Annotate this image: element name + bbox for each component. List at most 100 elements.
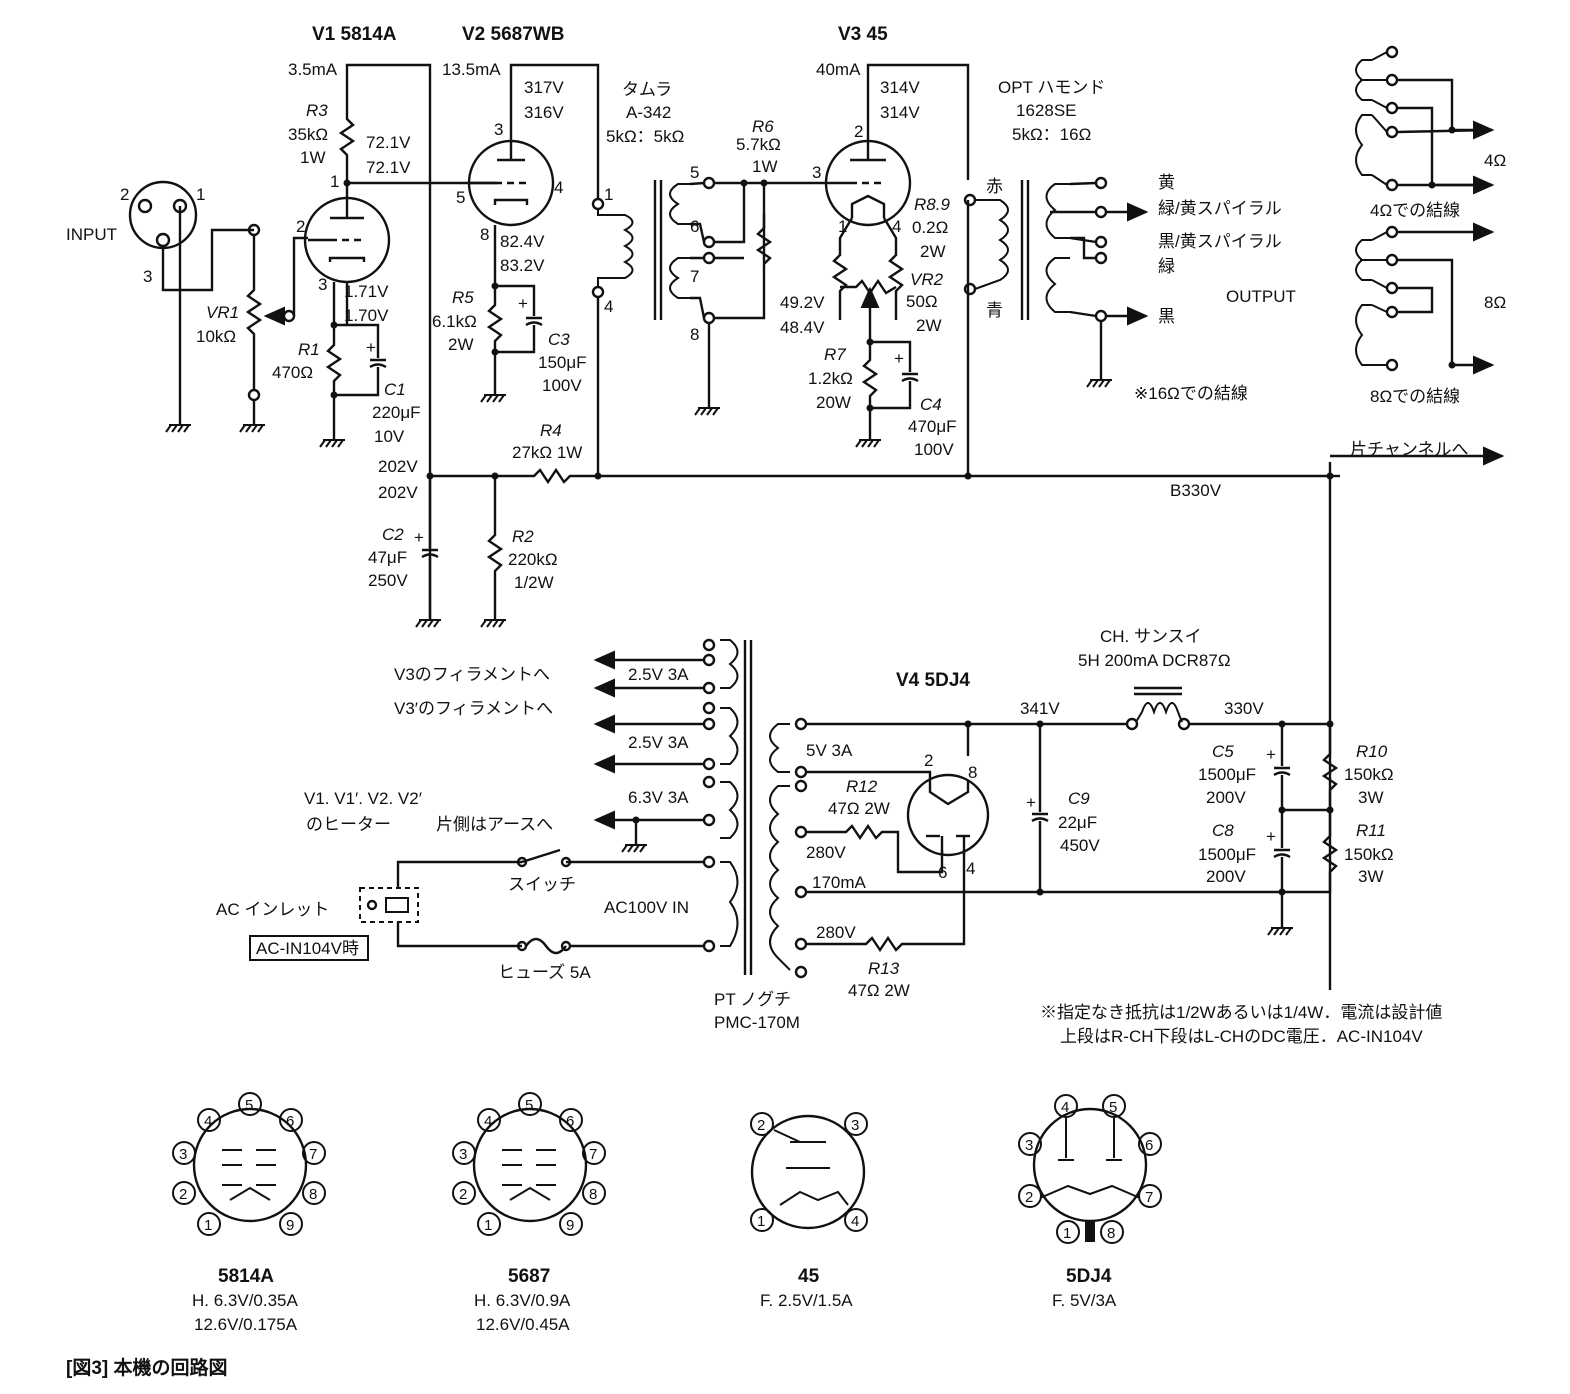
svg-text:1W: 1W bbox=[300, 148, 326, 167]
svg-text:H. 6.3V/0.35A: H. 6.3V/0.35A bbox=[192, 1291, 299, 1310]
svg-text:6: 6 bbox=[566, 1113, 574, 1130]
svg-text:R3: R3 bbox=[306, 101, 328, 120]
svg-text:PMC-170M: PMC-170M bbox=[714, 1013, 800, 1032]
svg-text:緑: 緑 bbox=[1158, 257, 1175, 276]
wiring-8ohm: 8Ω 8Ωでの結線 bbox=[1355, 222, 1506, 406]
svg-text:3.5mA: 3.5mA bbox=[288, 60, 338, 79]
svg-text:316V: 316V bbox=[524, 103, 564, 122]
svg-text:R6: R6 bbox=[752, 117, 774, 136]
svg-text:22μF: 22μF bbox=[1058, 813, 1097, 832]
svg-text:12.6V/0.45A: 12.6V/0.45A bbox=[476, 1315, 570, 1334]
svg-text:202V: 202V bbox=[378, 457, 418, 476]
pinout-45: 2 3 1 4 45 F. 2.5V/1.5A bbox=[750, 1112, 868, 1310]
svg-text:H. 6.3V/0.9A: H. 6.3V/0.9A bbox=[474, 1291, 571, 1310]
svg-text:A-342: A-342 bbox=[626, 103, 671, 122]
vr1: VR1 10kΩ bbox=[196, 235, 296, 433]
svg-text:0.2Ω: 0.2Ω bbox=[912, 218, 948, 237]
svg-text:1W: 1W bbox=[752, 157, 778, 176]
svg-text:5814A: 5814A bbox=[218, 1266, 274, 1287]
svg-text:3: 3 bbox=[459, 1146, 467, 1163]
svg-text:4: 4 bbox=[484, 1113, 492, 1130]
svg-text:47μF: 47μF bbox=[368, 548, 407, 567]
svg-text:R4: R4 bbox=[540, 421, 562, 440]
svg-text:4: 4 bbox=[851, 1213, 859, 1230]
input-label: INPUT bbox=[66, 225, 117, 244]
svg-text:280V: 280V bbox=[816, 923, 856, 942]
svg-text:B330V: B330V bbox=[1170, 481, 1222, 500]
svg-text:48.4V: 48.4V bbox=[780, 318, 825, 337]
svg-text:5.7kΩ: 5.7kΩ bbox=[736, 135, 781, 154]
svg-text:+: + bbox=[366, 338, 376, 357]
svg-text:8: 8 bbox=[1107, 1225, 1115, 1242]
svg-text:片側はアースへ: 片側はアースへ bbox=[436, 815, 553, 834]
svg-text:6: 6 bbox=[1145, 1137, 1153, 1154]
svg-text:220μF: 220μF bbox=[372, 403, 421, 422]
svg-text:R7: R7 bbox=[824, 345, 846, 364]
svg-text:5kΩ：5kΩ: 5kΩ：5kΩ bbox=[606, 127, 684, 146]
svg-text:5: 5 bbox=[690, 163, 699, 182]
svg-text:C2: C2 bbox=[382, 525, 404, 544]
svg-text:317V: 317V bbox=[524, 78, 564, 97]
svg-text:R5: R5 bbox=[452, 288, 474, 307]
svg-text:+: + bbox=[894, 349, 904, 368]
svg-text:100V: 100V bbox=[542, 376, 582, 395]
svg-text:黒/黄スパイラル: 黒/黄スパイラル bbox=[1158, 232, 1282, 251]
svg-text:6: 6 bbox=[938, 863, 947, 882]
svg-text:250V: 250V bbox=[368, 571, 408, 590]
svg-text:5: 5 bbox=[525, 1097, 533, 1114]
svg-text:+: + bbox=[1266, 827, 1276, 846]
svg-text:4: 4 bbox=[604, 297, 613, 316]
svg-text:V3′のフィラメントへ: V3′のフィラメントへ bbox=[394, 699, 553, 718]
svg-text:※16Ωでの結線: ※16Ωでの結線 bbox=[1134, 384, 1248, 403]
svg-text:2W: 2W bbox=[916, 316, 942, 335]
svg-text:2: 2 bbox=[296, 217, 305, 236]
svg-text:20W: 20W bbox=[816, 393, 851, 412]
svg-text:1: 1 bbox=[204, 1217, 212, 1234]
pinout-5814a: 4 5 6 3 7 2 8 1 9 5814A H. 6.3V/0.35A 12… bbox=[172, 1092, 326, 1334]
svg-text:341V: 341V bbox=[1020, 699, 1060, 718]
power-transformer: PT ノグチ PMC-170M bbox=[714, 639, 800, 1032]
svg-text:8: 8 bbox=[309, 1186, 317, 1203]
figure-caption: [図3] 本機の回路図 bbox=[66, 1356, 228, 1379]
svg-text:5: 5 bbox=[456, 188, 465, 207]
svg-text:スイッチ: スイッチ bbox=[508, 875, 576, 894]
svg-text:314V: 314V bbox=[880, 103, 920, 122]
svg-text:6: 6 bbox=[286, 1113, 294, 1130]
svg-text:4: 4 bbox=[554, 178, 563, 197]
svg-text:赤: 赤 bbox=[986, 177, 1003, 196]
svg-text:5kΩ：16Ω: 5kΩ：16Ω bbox=[1012, 125, 1091, 144]
svg-text:3: 3 bbox=[812, 163, 821, 182]
svg-text:450V: 450V bbox=[1060, 836, 1100, 855]
svg-text:1/2W: 1/2W bbox=[514, 573, 554, 592]
svg-text:6.1kΩ: 6.1kΩ bbox=[432, 312, 477, 331]
svg-text:3: 3 bbox=[318, 275, 327, 294]
svg-text:4: 4 bbox=[892, 217, 901, 236]
svg-text:+: + bbox=[1266, 745, 1276, 764]
svg-text:4Ωでの結線: 4Ωでの結線 bbox=[1370, 201, 1460, 220]
svg-text:C5: C5 bbox=[1212, 742, 1234, 761]
pinout-5dj4: 4 5 3 6 2 7 1 8 5DJ4 F. 5V/3A bbox=[1018, 1094, 1162, 1310]
svg-text:8: 8 bbox=[480, 225, 489, 244]
svg-text:+: + bbox=[414, 528, 424, 547]
svg-text:4: 4 bbox=[966, 859, 975, 878]
svg-text:2.5V 3A: 2.5V 3A bbox=[628, 665, 689, 684]
svg-text:AC インレット: AC インレット bbox=[216, 900, 329, 919]
svg-text:1: 1 bbox=[757, 1213, 765, 1230]
svg-text:R11: R11 bbox=[1356, 821, 1386, 840]
svg-text:2W: 2W bbox=[448, 335, 474, 354]
v1-label: V1 5814A bbox=[312, 24, 397, 45]
svg-text:47Ω 2W: 47Ω 2W bbox=[848, 981, 910, 1000]
svg-text:10kΩ: 10kΩ bbox=[196, 327, 236, 346]
svg-text:5687: 5687 bbox=[508, 1266, 550, 1287]
svg-text:7: 7 bbox=[690, 267, 699, 286]
svg-text:8Ω: 8Ω bbox=[1484, 293, 1506, 312]
svg-text:5V 3A: 5V 3A bbox=[806, 741, 853, 760]
svg-text:R13: R13 bbox=[868, 959, 900, 978]
svg-text:5H 200mA DCR87Ω: 5H 200mA DCR87Ω bbox=[1078, 651, 1231, 670]
svg-text:2: 2 bbox=[179, 1186, 187, 1203]
svg-text:35kΩ: 35kΩ bbox=[288, 125, 328, 144]
